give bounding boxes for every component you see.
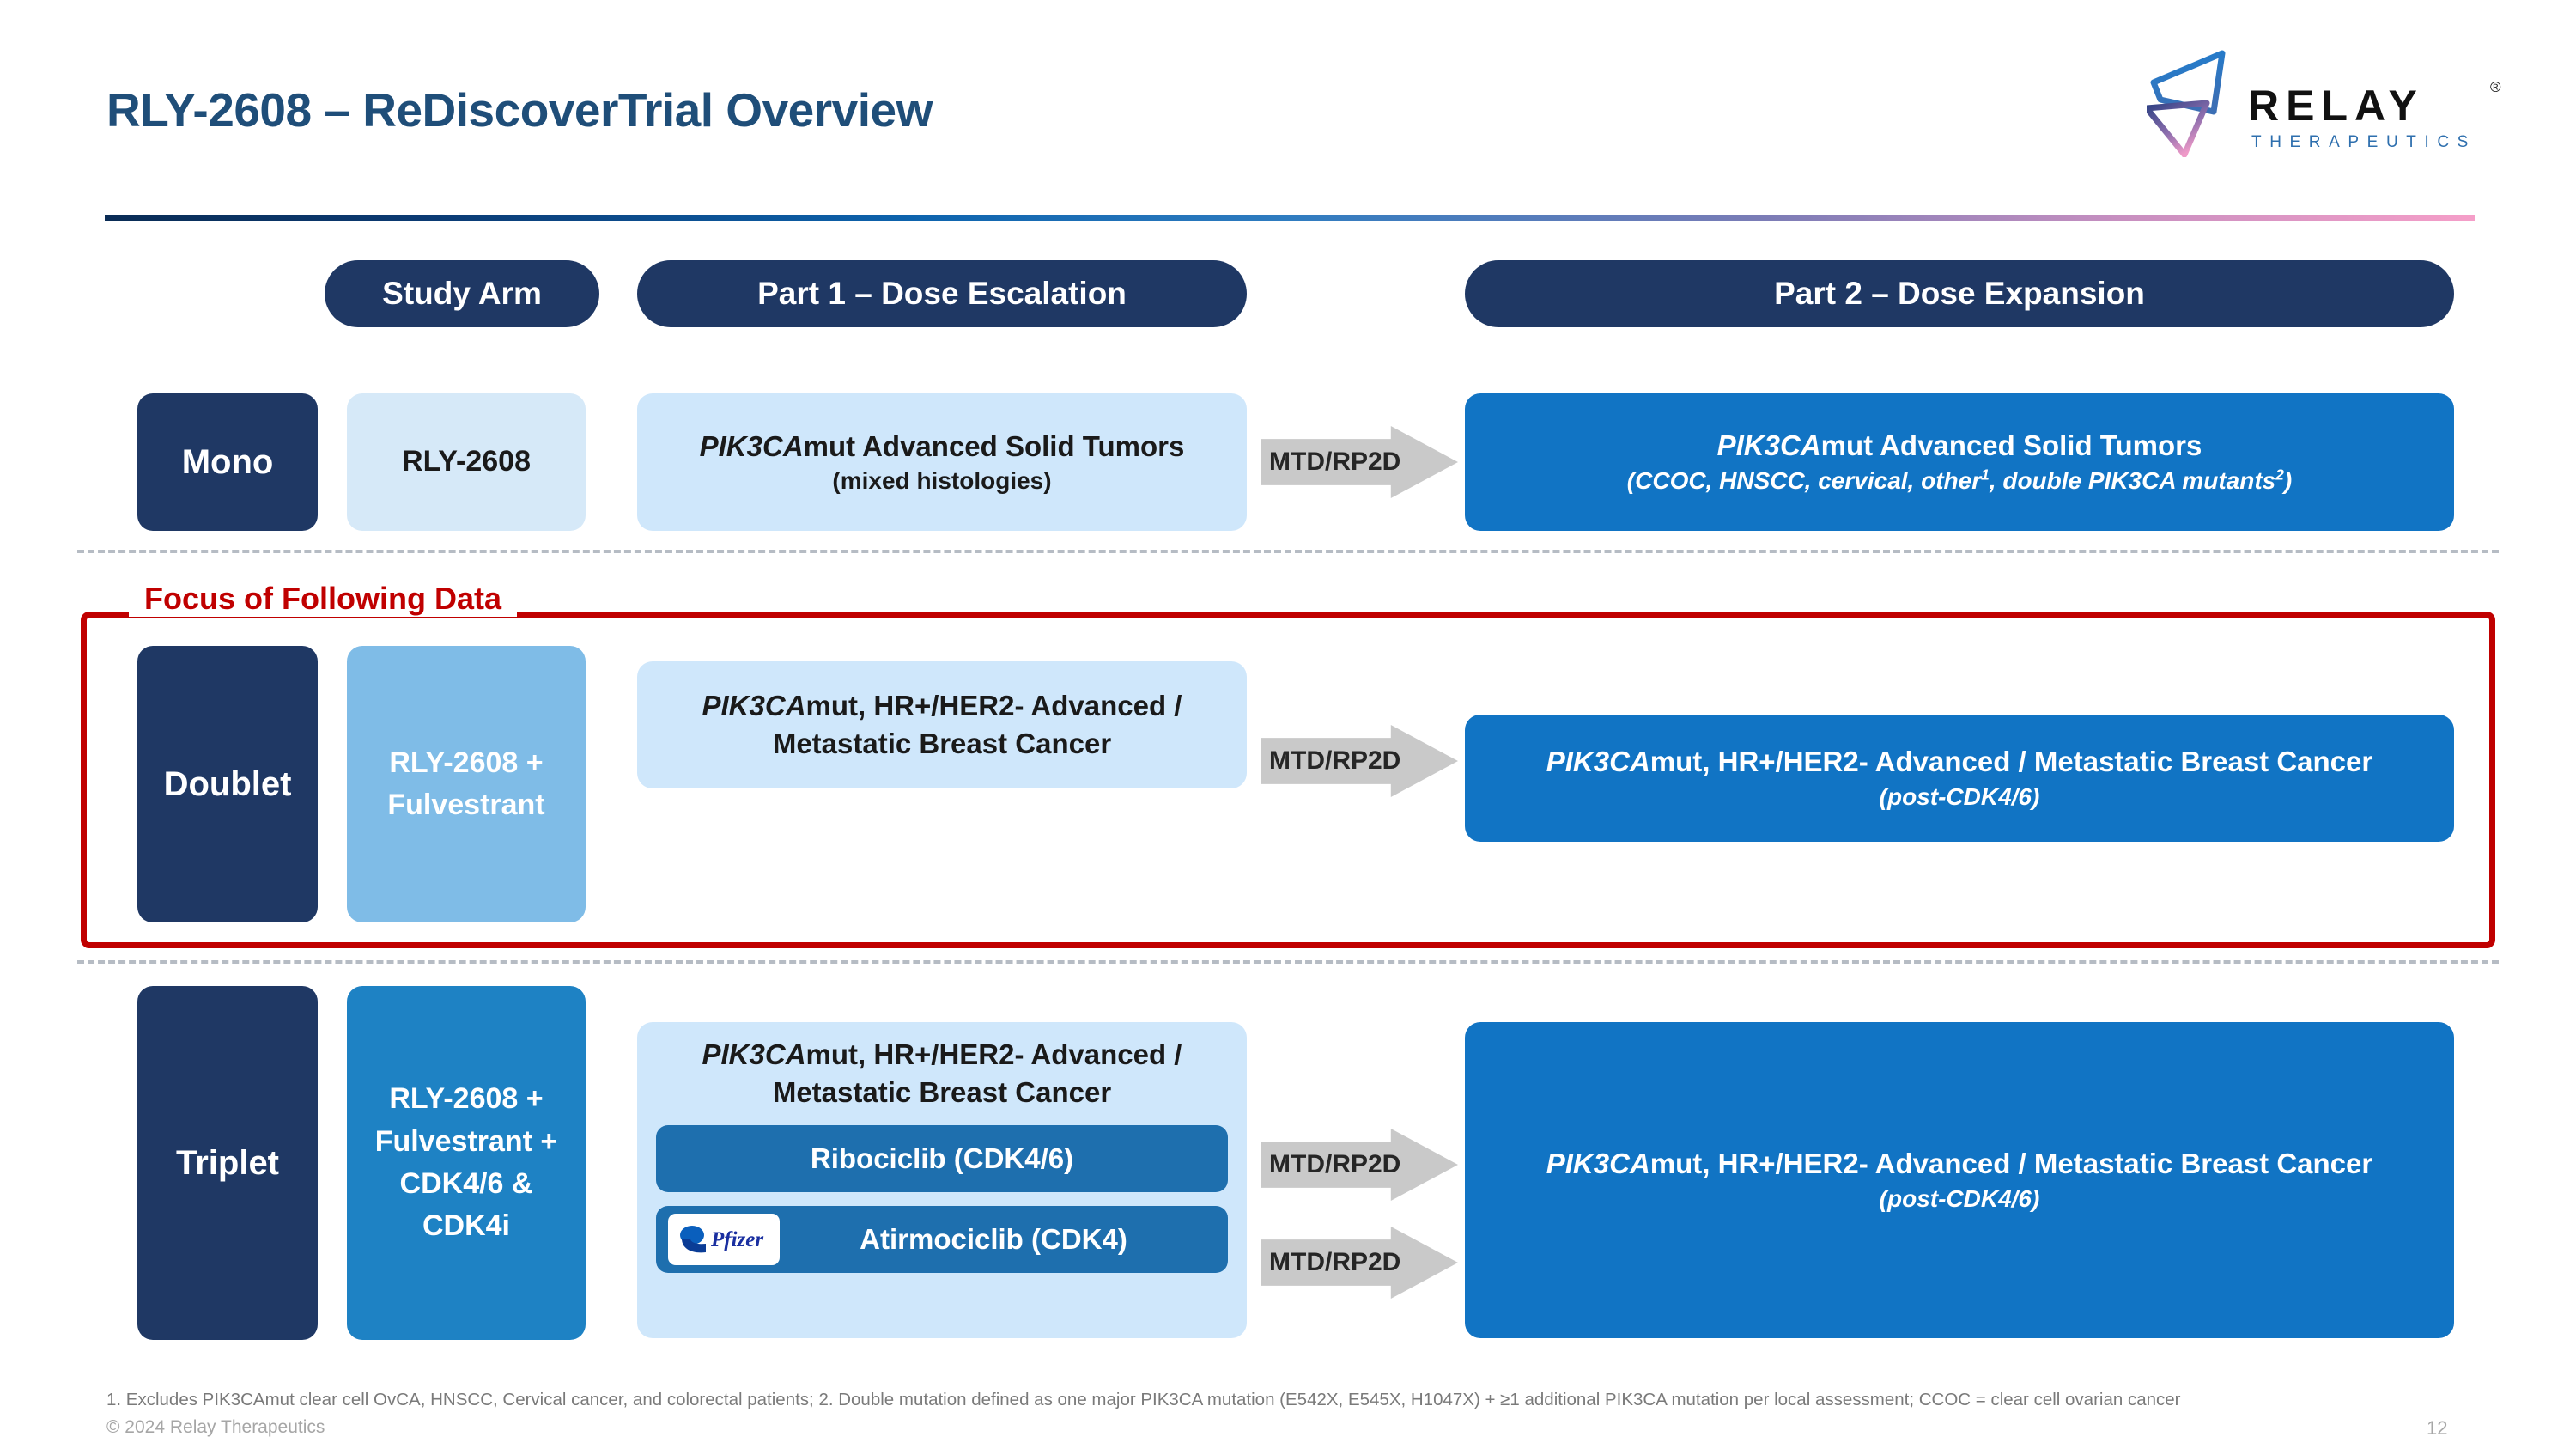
logo-wordmark: RELAY [2248,82,2424,130]
gene-name-italic: PIK3CA [702,690,806,722]
part2-box-mono: PIK3CAmut Advanced Solid Tumors (CCOC, H… [1465,393,2454,531]
pfizer-logo-icon: Pfizer [668,1213,780,1265]
arm-label-doublet: Doublet [137,646,318,922]
arrow-mtd-rp2d-triplet-atirmociclib: MTD/RP2D [1261,1227,1458,1299]
column-header-part-1: Part 1 – Dose Escalation [637,260,1247,327]
combo-chip-atirmociclib-label: Atirmociclib (CDK4) [860,1222,1127,1255]
focus-callout-label: Focus of Following Data [129,581,517,617]
column-header-part-2: Part 2 – Dose Expansion [1465,260,2454,327]
row-separator-doublet-triplet [77,960,2499,964]
arrow-label-triplet-1: MTD/RP2D [1269,1150,1401,1178]
arm-label-mono: Mono [137,393,318,531]
arrow-label-mono: MTD/RP2D [1269,447,1401,476]
footnote-text: 1. Excludes PIK3CAmut clear cell OvCA, H… [106,1390,2181,1409]
footnote-ref-1: 1 [1981,466,1990,484]
header-divider [105,215,2475,221]
gene-name-italic: PIK3CA [702,1038,806,1070]
gene-name-italic: PIK3CA [699,429,804,462]
arm-drug-triplet: RLY-2608 + Fulvestrant + CDK4/6 & CDK4i [347,986,586,1340]
part2-triplet-title-rest: mut, HR+/HER2- Advanced / Metastatic Bre… [1649,1147,2373,1179]
part2-triplet-title: PIK3CAmut, HR+/HER2- Advanced / Metastat… [1546,1146,2372,1183]
column-header-study-arm: Study Arm [325,260,599,327]
svg-text:Pfizer: Pfizer [710,1228,763,1251]
logo-registered-mark: ® [2490,79,2501,95]
arm-label-triplet: Triplet [137,986,318,1340]
page-number: 12 [2427,1417,2448,1439]
part1-box-doublet: PIK3CAmut, HR+/HER2- Advanced / Metastat… [637,661,1247,788]
part2-doublet-title-rest: mut, HR+/HER2- Advanced / Metastatic Bre… [1649,745,2373,777]
arrow-mtd-rp2d-triplet-ribociclib: MTD/RP2D [1261,1129,1458,1201]
part2-mono-title-rest: mut Advanced Solid Tumors [1820,429,2202,461]
part2-mono-subtitle: (CCOC, HNSCC, cervical, other1, double P… [1627,465,2292,497]
relay-therapeutics-logo: RELAY ® THERAPEUTICS [2147,50,2507,161]
arm-drug-doublet: RLY-2608 + Fulvestrant [347,646,586,922]
part2-triplet-subtitle: (post-CDK4/6) [1879,1184,2040,1212]
row-separator-mono-doublet [77,550,2499,553]
copyright-text: © 2024 Relay Therapeutics [106,1417,325,1437]
footnote-ref-2: 2 [2275,466,2284,484]
part2-mono-sub-post: ) [2283,466,2293,494]
part2-doublet-subtitle: (post-CDK4/6) [1879,782,2040,810]
arm-drug-mono: RLY-2608 [347,393,586,531]
arrow-mtd-rp2d-doublet: MTD/RP2D [1261,725,1458,797]
part2-mono-sub-pre: (CCOC, HNSCC, cervical, other [1626,466,1982,494]
part2-mono-title: PIK3CAmut Advanced Solid Tumors [1717,428,2202,465]
part1-doublet-title-rest: mut, HR+/HER2- Advanced / Metastatic Bre… [772,690,1182,759]
part1-mono-subtitle: (mixed histologies) [832,466,1052,494]
combo-chip-atirmociclib[interactable]: Pfizer Atirmociclib (CDK4) [656,1205,1228,1273]
relay-logo-mark [2147,50,2226,157]
gene-name-italic: PIK3CA [1716,429,1821,461]
part1-box-triplet: PIK3CAmut, HR+/HER2- Advanced / Metastat… [637,1022,1247,1338]
arrow-mtd-rp2d-mono: MTD/RP2D [1261,426,1458,498]
gene-name-italic: PIK3CA [1546,745,1650,777]
focus-callout-box [81,612,2495,948]
part2-mono-sub-mid: , double PIK3CA mutants [1989,466,2276,494]
part2-box-triplet: PIK3CAmut, HR+/HER2- Advanced / Metastat… [1465,1022,2454,1338]
part1-mono-title: PIK3CAmut Advanced Solid Tumors [700,428,1185,466]
part1-triplet-title: PIK3CAmut, HR+/HER2- Advanced / Metastat… [656,1036,1228,1111]
page-title: RLY-2608 – ReDiscoverTrial Overview [106,83,933,137]
part2-doublet-title: PIK3CAmut, HR+/HER2- Advanced / Metastat… [1546,744,2372,781]
logo-subtitle: THERAPEUTICS [2251,133,2476,151]
combo-chip-ribociclib[interactable]: Ribociclib (CDK4/6) [656,1124,1228,1192]
part1-box-mono: PIK3CAmut Advanced Solid Tumors (mixed h… [637,393,1247,531]
part1-doublet-title: PIK3CAmut, HR+/HER2- Advanced / Metastat… [649,687,1235,763]
part1-mono-title-rest: mut Advanced Solid Tumors [803,429,1185,462]
part2-box-doublet: PIK3CAmut, HR+/HER2- Advanced / Metastat… [1465,715,2454,842]
arrow-label-doublet: MTD/RP2D [1269,746,1401,775]
arrow-label-triplet-2: MTD/RP2D [1269,1248,1401,1276]
combo-chip-ribociclib-label: Ribociclib (CDK4/6) [810,1142,1074,1174]
gene-name-italic: PIK3CA [1546,1147,1650,1179]
part1-triplet-title-rest: mut, HR+/HER2- Advanced / Metastatic Bre… [772,1038,1182,1108]
